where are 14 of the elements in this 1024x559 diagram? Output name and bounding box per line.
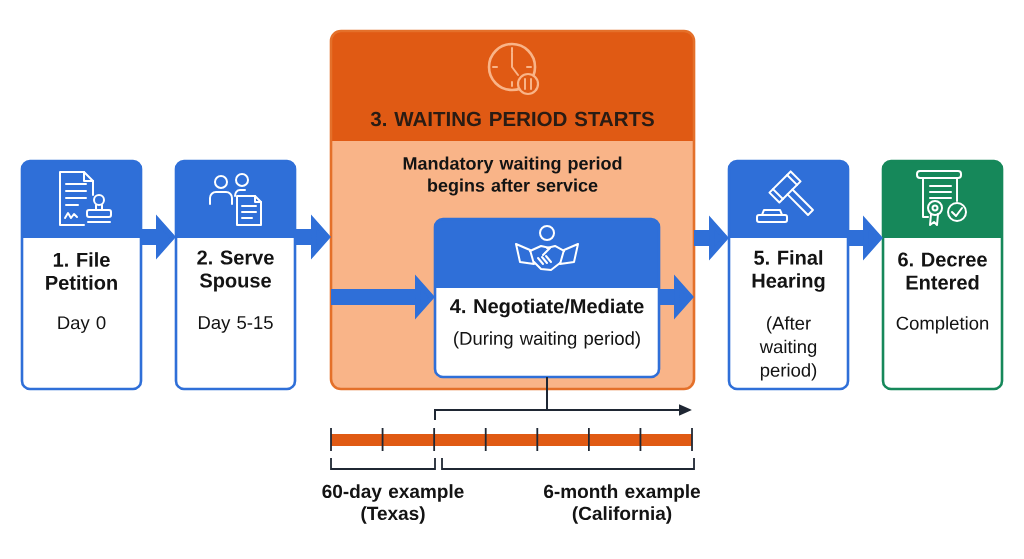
step-detail: (During waiting period) xyxy=(454,331,640,349)
timeline-caption: 6-month example (California) xyxy=(544,484,700,524)
panel-description: Mandatory waiting period begins after service xyxy=(403,156,622,196)
step-detail: Completion xyxy=(896,316,989,334)
step-title: 1. File Petition xyxy=(46,252,117,290)
step-detail: (After waiting period) xyxy=(759,316,817,381)
step-title: 4. Negotiate/Mediate xyxy=(450,298,644,318)
step-detail: Day 0 xyxy=(58,316,106,333)
step-detail: Day 5-15 xyxy=(199,316,273,333)
step-title: 6. Decree Entered xyxy=(898,252,987,290)
step-title: 5. Final Hearing xyxy=(752,250,825,292)
timeline-caption: 60-day example (Texas) xyxy=(322,484,464,524)
panel-heading: 3. WAITING PERIOD STARTS xyxy=(370,111,654,127)
step-title: 2. Serve Spouse xyxy=(197,250,274,292)
